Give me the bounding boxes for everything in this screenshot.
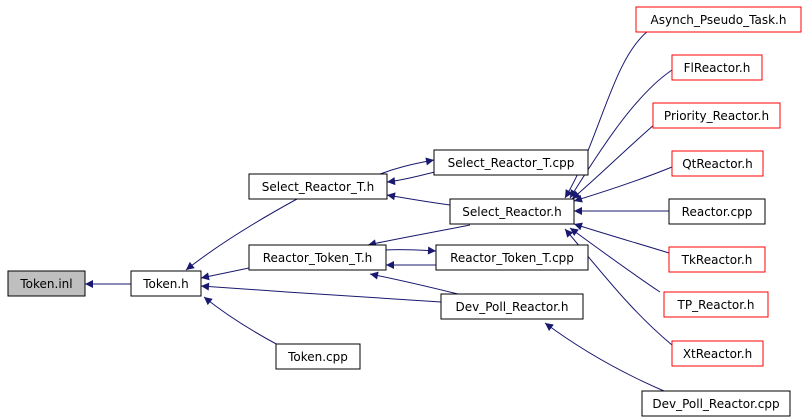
node-label: XtReactor.h [683,347,752,361]
node-label: Dev_Poll_Reactor.cpp [652,397,779,411]
node-reactor-token-t-h[interactable]: Reactor_Token_T.h [248,244,387,271]
nodes: Token.inl Token.h Select_Reactor_T.h Rea… [7,6,802,417]
edges [85,30,673,392]
node-label: Dev_Poll_Reactor.h [456,300,569,314]
edge-priority-reactor-h-to-select-reactor-h [571,123,656,200]
node-flreactor-h[interactable]: FlReactor.h [671,54,763,81]
node-label: TkReactor.h [681,253,753,267]
node-label: Reactor_Token_T.cpp [450,251,574,265]
node-label: FlReactor.h [684,61,751,75]
node-label: Select_Reactor_T.cpp [448,156,575,170]
edge-token-cpp-to-token-h [203,296,281,347]
node-xtreactor-h[interactable]: XtReactor.h [671,340,764,367]
edge-select-reactor-h-to-select-reactor-t-h [386,192,451,206]
node-label: Token.inl [19,277,72,291]
node-label: Reactor_Token_T.h [263,251,373,265]
node-label: Select_Reactor_T.h [262,180,374,194]
edge-reactor-token-t-h-to-reactor-token-t-cpp [385,246,437,255]
edge-tp-reactor-h-to-select-reactor-h [569,227,661,293]
node-label: Reactor.cpp [682,205,753,219]
edge-qtreactor-h-to-select-reactor-h [573,166,673,203]
node-token-h[interactable]: Token.h [130,270,202,297]
node-label: TP_Reactor.h [677,298,755,312]
edge-tkreactor-h-to-select-reactor-h [573,222,670,254]
node-label: Asynch_Pseudo_Task.h [651,13,787,27]
node-token-inl[interactable]: Token.inl [7,270,86,297]
node-label: Priority_Reactor.h [664,109,769,123]
edge-asynch-pseudo-task-h-to-select-reactor-h [564,30,649,199]
edge-dev-poll-reactor-h-to-reactor-token-t-h [369,271,467,297]
node-select-reactor-h[interactable]: Select_Reactor.h [449,198,575,225]
node-label: Token.cpp [287,350,348,364]
edge-select-reactor-t-h-to-token-h [185,198,298,271]
edge-select-reactor-t-cpp-to-select-reactor-t-h [386,171,436,186]
edge-dev-poll-reactor-cpp-to-dev-poll-reactor-h [544,322,665,392]
edge-dev-poll-reactor-h-to-token-h [200,282,442,303]
node-dev-poll-reactor-h[interactable]: Dev_Poll_Reactor.h [440,293,584,320]
node-tp-reactor-h[interactable]: TP_Reactor.h [663,291,769,318]
node-asynch-pseudo-task-h[interactable]: Asynch_Pseudo_Task.h [635,6,802,33]
node-label: QtReactor.h [682,157,753,171]
node-select-reactor-t-cpp[interactable]: Select_Reactor_T.cpp [433,149,589,176]
node-label: Token.h [142,277,189,291]
node-select-reactor-t-h[interactable]: Select_Reactor_T.h [248,173,388,200]
node-reactor-token-t-cpp[interactable]: Reactor_Token_T.cpp [435,244,589,271]
node-reactor-cpp[interactable]: Reactor.cpp [668,198,766,225]
node-token-cpp[interactable]: Token.cpp [275,343,361,370]
node-dev-poll-reactor-cpp[interactable]: Dev_Poll_Reactor.cpp [641,390,791,417]
edge-reactor-token-t-h-to-token-h [200,267,250,281]
node-tkreactor-h[interactable]: TkReactor.h [668,246,766,273]
edge-flreactor-h-to-select-reactor-h [569,69,673,199]
edge-select-reactor-h-to-reactor-token-t-h [367,224,471,248]
node-priority-reactor-h[interactable]: Priority_Reactor.h [652,102,781,129]
node-qtreactor-h[interactable]: QtReactor.h [671,150,764,177]
node-label: Select_Reactor.h [462,205,561,219]
edge-xtreactor-h-to-select-reactor-h [564,228,673,346]
